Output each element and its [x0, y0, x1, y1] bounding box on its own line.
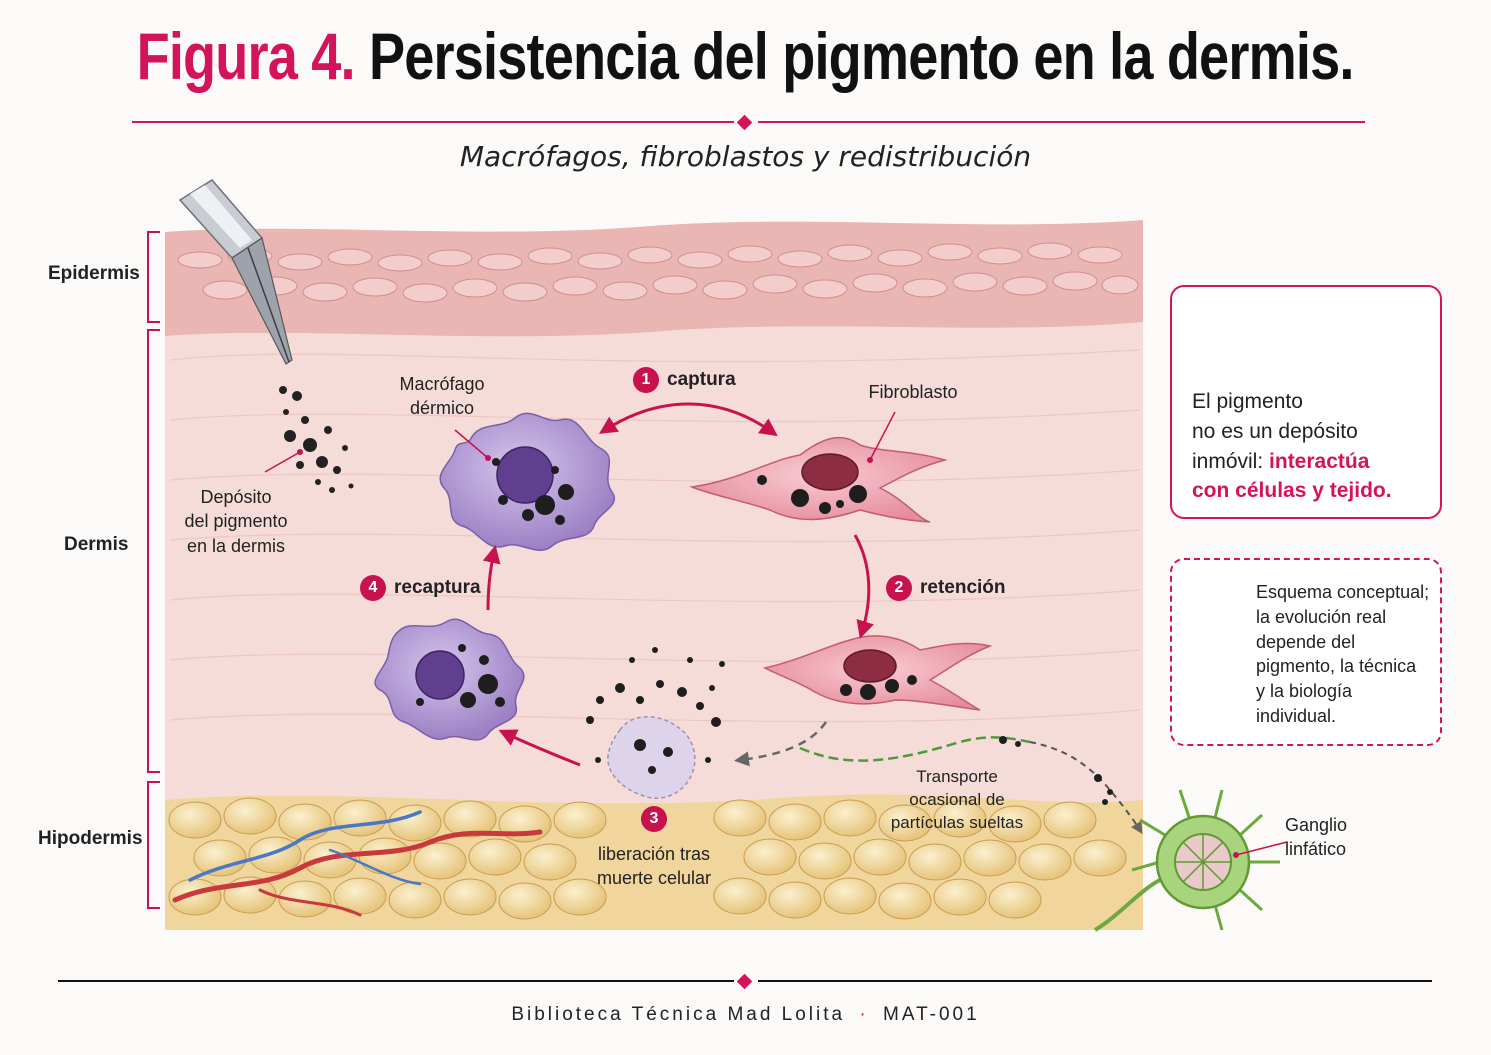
disclaimer-text: Esquema conceptual; la evolución real de…	[1256, 582, 1430, 727]
blood-vessels	[172, 810, 543, 917]
step-badge-3: 3	[641, 806, 667, 832]
figure-label: Figura 4.	[136, 19, 356, 93]
note-text: El pigmento no es un depósito inmóvil: i…	[1192, 387, 1392, 506]
lymph-node-label: Ganglio linfático	[1285, 815, 1348, 860]
note-box: El pigmento no es un depósito inmóvil: i…	[1170, 285, 1442, 519]
footer: Biblioteca Técnica Mad Lolita · MAT-001	[0, 1004, 1491, 1026]
footer-separator: ·	[859, 1004, 869, 1025]
step-release-badge-wrap: 3	[640, 806, 668, 832]
deposit-pointer	[264, 451, 301, 473]
lymph-node	[1093, 789, 1280, 932]
footer-rule-left	[58, 980, 734, 982]
disclaimer-box: Esquema conceptual; la evolución real de…	[1170, 558, 1442, 746]
macrophage-pointer	[454, 429, 489, 459]
transport-return-arrow	[734, 721, 828, 767]
lymph-node-pointer	[1235, 841, 1288, 856]
note-highlight-b: con células y tejido.	[1192, 479, 1392, 503]
lymph-node-pointer-dot	[1233, 852, 1239, 858]
layer-brackets	[147, 231, 160, 909]
dying-cell	[586, 647, 725, 799]
retention-arrow	[853, 534, 874, 639]
title-container: Figura 4. Persistencia del pigmento en l…	[0, 18, 1491, 94]
hypodermis-label: Hipodermis	[38, 828, 143, 849]
capture-arrow	[598, 402, 778, 437]
title-text: Persistencia del pigmento en la dermis.	[369, 19, 1355, 93]
macrophage-label: Macrófago dérmico	[399, 374, 485, 419]
lymph-vessel	[799, 736, 1031, 762]
transport-label: Transporte ocasional de partículas suelt…	[890, 767, 1024, 832]
fibroblast-pointer-dot	[867, 457, 873, 463]
transport-to-node-arrow	[1029, 741, 1143, 835]
footer-rule-right	[758, 980, 1432, 982]
step-badge-2: 2	[886, 575, 912, 601]
fibroblast-label: Fibroblasto	[868, 382, 958, 402]
epidermis-layer	[165, 220, 1143, 337]
subtitle: Macrófagos, fibroblastos y redistribució…	[459, 140, 1032, 173]
footer-code: MAT-001	[883, 1004, 980, 1025]
footer-library: Biblioteca Técnica Mad Lolita	[511, 1004, 846, 1025]
transported-particles	[999, 736, 1113, 805]
title-rule-right	[758, 121, 1365, 123]
tattoo-needle	[178, 179, 293, 365]
note-highlight-a: interactúa	[1269, 449, 1370, 473]
hypodermis-layer	[165, 794, 1143, 930]
page-title: Figura 4. Persistencia del pigmento en l…	[136, 18, 1355, 94]
step-badge-1: 1	[633, 367, 659, 393]
step-release-label: liberación tras muerte celular	[596, 844, 712, 889]
title-rule-left	[132, 121, 734, 123]
fibroblast-pointer	[869, 411, 896, 461]
dermis-label: Dermis	[64, 534, 129, 555]
release-arrow	[498, 729, 581, 767]
step-badge-4: 4	[360, 575, 386, 601]
macrophage-cell	[439, 412, 616, 551]
macrophage-cell-recapture	[374, 618, 525, 741]
deposit-pointer-dot	[297, 449, 303, 455]
fibroblast-cell-top	[689, 436, 948, 523]
pigment-deposit	[279, 386, 354, 493]
epidermis-label: Epidermis	[48, 263, 140, 284]
recapture-arrow	[482, 544, 501, 611]
deposit-label: Depósito del pigmento en la dermis	[184, 487, 288, 556]
macrophage-pointer-dot	[485, 455, 491, 461]
cycle-arrows	[482, 402, 874, 767]
